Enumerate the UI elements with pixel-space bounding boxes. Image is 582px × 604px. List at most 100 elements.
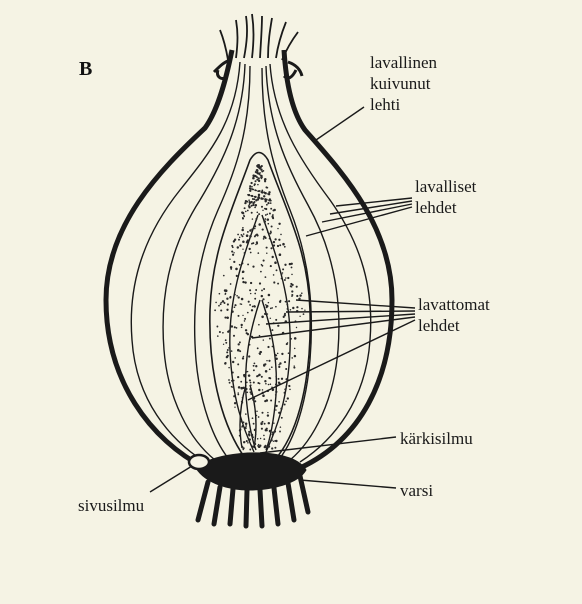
stipple-dot [275, 391, 277, 393]
stipple-dot [257, 252, 259, 254]
stipple-dot [266, 199, 268, 201]
leader-bladeless-1 [296, 300, 415, 308]
stipple-dot [268, 360, 270, 362]
stipple-dot [249, 344, 251, 346]
stipple-dot [270, 247, 272, 249]
stipple-dot [273, 244, 275, 246]
label-bladed-leaves-line-2: lehdet [415, 197, 476, 218]
stipple-dot [264, 180, 266, 182]
stipple-dot [237, 246, 239, 248]
stipple-dot [244, 252, 246, 254]
stipple-dot [253, 423, 255, 425]
stipple-dot [233, 252, 234, 253]
stipple-dot [261, 165, 263, 167]
stipple-dot [284, 264, 286, 266]
stipple-dot [266, 247, 268, 249]
stipple-dot [280, 234, 282, 236]
stipple-dot [220, 303, 222, 305]
stipple-dot [225, 342, 227, 344]
stipple-dot [246, 440, 248, 442]
label-lateral-bud: sivusilmu [78, 495, 144, 516]
stipple-dot [267, 346, 269, 348]
stipple-dot [263, 288, 265, 290]
stipple-dot [253, 189, 255, 191]
stipple-dot [278, 412, 280, 414]
stipple-dot [274, 238, 276, 240]
stipple-dot [273, 241, 275, 243]
stipple-dot [237, 234, 239, 236]
stipple-dot [247, 263, 249, 265]
stipple-dot [252, 242, 254, 244]
stipple-dot [261, 206, 263, 208]
stipple-dot [257, 347, 259, 349]
stipple-dot [275, 354, 277, 356]
stipple-dot [242, 227, 244, 229]
stipple-dot [252, 177, 255, 180]
stipple-dot [255, 244, 256, 245]
stipple-dot [267, 202, 269, 204]
stipple-dot [285, 277, 287, 279]
stipple-dot [284, 404, 286, 406]
stipple-dot [225, 339, 227, 341]
stipple-dot [242, 315, 243, 316]
stipple-dot [239, 350, 241, 352]
stipple-dot [232, 246, 234, 248]
stipple-dot [254, 298, 256, 300]
stipple-dot [234, 294, 236, 296]
stipple-dot [296, 295, 298, 297]
stipple-dot [271, 329, 273, 331]
stipple-dot [252, 445, 254, 447]
stipple-dot [243, 233, 245, 235]
stipple-dot [282, 243, 285, 246]
stipple-dot [233, 261, 235, 263]
leader-lateral-bud [150, 466, 192, 492]
stipple-dot [245, 329, 247, 331]
stipple-dot [253, 381, 255, 383]
stipple-dot [299, 294, 301, 296]
stipple-dot [264, 380, 266, 382]
stipple-dot [266, 204, 268, 206]
stipple-dot [289, 389, 291, 391]
stipple-dot [281, 273, 283, 275]
stipple-dot [214, 309, 216, 311]
stipple-dot [255, 171, 257, 173]
stipple-dot [241, 298, 244, 301]
stipple-dot [257, 184, 259, 186]
stipple-dot [245, 211, 247, 213]
stipple-dot [262, 229, 264, 231]
stipple-dot [244, 320, 246, 322]
stipple-dot [220, 309, 222, 311]
label-bladeless-leaves-line-1: lavattomat [418, 294, 490, 315]
stipple-dot [269, 212, 271, 214]
stipple-dot [234, 326, 236, 328]
stipple-dot [261, 412, 263, 414]
stipple-dot [241, 229, 244, 232]
stipple-dot [255, 180, 257, 182]
stipple-dot [275, 409, 277, 411]
stipple-dot [249, 204, 251, 206]
stipple-dot [233, 240, 235, 242]
stipple-dot [265, 276, 267, 278]
stipple-dot [299, 316, 300, 317]
stipple-dot [267, 231, 269, 233]
stipple-dot [239, 341, 241, 343]
stipple-dot [285, 368, 287, 370]
stipple-dot [268, 302, 270, 304]
stipple-dot [222, 300, 225, 303]
stipple-dot [270, 308, 272, 310]
stipple-dot [242, 425, 244, 427]
stipple-dot [272, 216, 274, 218]
stipple-dot [244, 207, 246, 209]
stipple-dot [223, 275, 225, 277]
stipple-dot [233, 335, 235, 337]
stipple-dot [242, 387, 244, 389]
stipple-dot [253, 362, 255, 364]
stipple-dot [253, 198, 255, 200]
stipple-dot [277, 353, 279, 355]
stipple-dot [270, 202, 272, 204]
stipple-dot [227, 355, 229, 357]
stipple-dot [262, 394, 265, 397]
stipple-dot [253, 225, 255, 227]
stipple-dot [279, 301, 281, 303]
stipple-dot [266, 430, 267, 431]
